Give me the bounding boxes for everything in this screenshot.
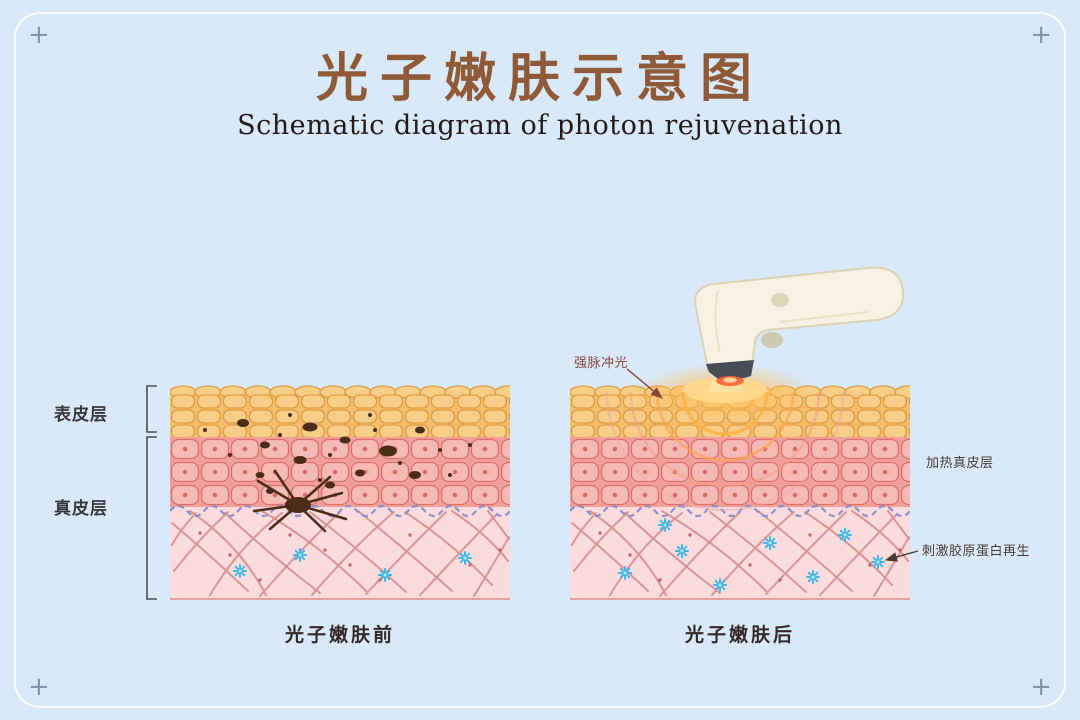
device-button — [771, 293, 789, 307]
device-shadow — [761, 332, 783, 348]
annotation-ipl-light: 强脉冲光 — [574, 356, 629, 371]
layer-brackets — [146, 385, 157, 600]
ipl-light-glow — [633, 363, 817, 423]
device-highlight — [714, 289, 869, 353]
skin-before-illustration — [170, 385, 510, 600]
device-tip — [706, 360, 754, 380]
fiber-dots — [198, 531, 502, 582]
page-title: 光子嫩肤示意图 — [315, 48, 764, 109]
skin-after-illustration — [570, 266, 910, 600]
pigment-spots — [203, 413, 472, 533]
corner-plus-icon: + — [1030, 672, 1052, 702]
annotation-stimulate-collagen: 刺激胶原蛋白再生 — [922, 544, 1031, 559]
dermis-layer — [170, 507, 510, 600]
tip-light-core — [723, 377, 737, 383]
basal-cell-layer — [170, 437, 510, 507]
caption-after: 光子嫩肤后 — [684, 624, 795, 646]
heat-wave-arcs — [605, 391, 845, 512]
epidermis-label: 表皮层 — [54, 405, 108, 425]
annotation-heat-dermis: 加热真皮层 — [926, 456, 994, 471]
dermis-label: 真皮层 — [54, 499, 108, 519]
collagen-fibers — [571, 510, 910, 597]
dermis-boundary-line — [170, 504, 510, 518]
epidermis-bracket — [146, 385, 157, 433]
ipl-device — [694, 266, 905, 386]
basal-cell-layer — [570, 437, 910, 507]
dermis-boundary-line — [570, 504, 910, 518]
dermis-layer — [570, 507, 910, 600]
caption-before: 光子嫩肤前 — [284, 624, 395, 646]
corner-plus-icon: + — [1030, 20, 1052, 50]
corner-plus-icon: + — [28, 672, 50, 702]
page-subtitle: Schematic diagram of photon rejuvenation — [237, 110, 843, 141]
pigment-splat — [252, 469, 348, 533]
corner-plus-icon: + — [28, 20, 50, 50]
fiber-dots — [598, 531, 902, 582]
dermis-bracket — [146, 436, 157, 600]
epidermis-layer — [170, 385, 510, 437]
